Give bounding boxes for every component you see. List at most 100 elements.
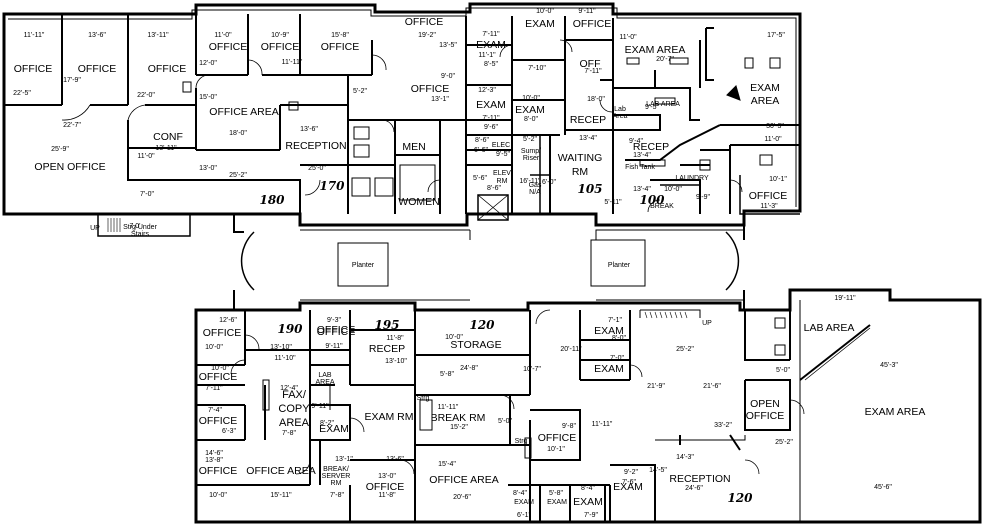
suite-number-4: 190 bbox=[277, 322, 303, 336]
dimension-label-46: 6'-0" bbox=[542, 179, 556, 186]
dimension-label-105: 11'-11" bbox=[592, 421, 613, 428]
dimension-label-48: 11'-0" bbox=[619, 34, 637, 41]
dimension-label-32: 12'-3" bbox=[478, 87, 496, 94]
breezeway bbox=[196, 214, 745, 311]
dimension-label-100: 8'-0" bbox=[612, 335, 626, 342]
dimension-label-73: 7'-4" bbox=[208, 407, 222, 414]
room-label-39: Strg Under bbox=[123, 224, 158, 231]
dimension-label-15: 22'-7" bbox=[63, 122, 81, 129]
room-label-20: ELEV bbox=[493, 170, 511, 177]
dimension-label-16: 13'-11" bbox=[155, 145, 177, 152]
dimension-label-17: 11'-0" bbox=[137, 153, 155, 160]
dimension-label-9: 17'-9" bbox=[63, 77, 81, 84]
room-label-52: OFFICE AREA bbox=[246, 465, 315, 477]
room-label-31: RECEP bbox=[633, 141, 669, 153]
suite-number-2: 105 bbox=[577, 182, 602, 196]
dimension-label-88: 24'-8" bbox=[460, 365, 478, 372]
dimension-label-74: 6'-3" bbox=[222, 428, 236, 435]
room-labels: OFFICE OFFICE OFFICE OFFICE OFFICE OFFICE OFFI… bbox=[14, 16, 926, 508]
room-label-67: OFFICE bbox=[538, 432, 577, 444]
dimension-label-53: 9'-5" bbox=[645, 104, 659, 111]
dimension-label-83: 15'-11" bbox=[270, 492, 292, 499]
room-label-14: EXAM bbox=[476, 99, 506, 111]
room-label-79: EXAM AREA bbox=[865, 406, 926, 418]
dimension-label-33: 7'-11" bbox=[482, 115, 500, 122]
dimension-label-31: 11'-1" bbox=[478, 52, 496, 59]
room-label-10: OPEN OFFICE bbox=[34, 161, 105, 173]
room-label-29: AREA bbox=[751, 95, 780, 107]
dimension-label-92: 5'-0" bbox=[498, 418, 512, 425]
suite-number-6: 120 bbox=[469, 318, 495, 332]
dimension-label-29: 7'-11" bbox=[482, 31, 500, 38]
room-label-25: N/A bbox=[529, 189, 541, 196]
room-label-71: EXAM bbox=[514, 499, 534, 506]
dimension-label-5: 15'-8" bbox=[331, 32, 349, 39]
dimension-label-23: 7'-0" bbox=[140, 191, 154, 198]
room-label-1: OFFICE bbox=[78, 63, 117, 75]
dimension-label-108: 14'-5" bbox=[649, 467, 667, 474]
dimension-label-63: 10'-0" bbox=[205, 344, 223, 351]
dimension-label-87: 10'-0" bbox=[445, 334, 463, 341]
dimension-label-107: 14'-3" bbox=[676, 454, 694, 461]
planter-right bbox=[590, 239, 646, 287]
room-label-16: OFF bbox=[580, 58, 601, 70]
dimension-label-114: 8'-4" bbox=[581, 485, 595, 492]
room-label-78: OFFICE bbox=[746, 410, 785, 422]
suite-number-5: 195 bbox=[374, 318, 399, 332]
planter-left bbox=[337, 242, 389, 287]
dimension-label-106: 33'-2" bbox=[714, 422, 732, 429]
room-label-8: RECEPTION bbox=[285, 140, 346, 152]
room-label-68: OFFICE AREA bbox=[429, 474, 498, 486]
dimension-label-36: 8'-0" bbox=[524, 116, 538, 123]
top-building-walls bbox=[2, 2, 802, 237]
dimension-label-27: 10'-0" bbox=[536, 8, 554, 15]
dimension-label-55: 13'-4" bbox=[633, 152, 651, 159]
dimension-label-59: 10'-1" bbox=[769, 176, 787, 183]
room-label-62: OFFICE bbox=[317, 326, 356, 338]
suite-number-3: 100 bbox=[639, 193, 665, 207]
room-label-48: FAX/ bbox=[282, 389, 307, 401]
dimension-label-82: 10'-0" bbox=[209, 492, 227, 499]
room-label-77: OPEN bbox=[750, 398, 780, 410]
dimension-label-50: 17'-5" bbox=[767, 32, 785, 39]
dimension-label-51: 30'-3" bbox=[766, 123, 784, 130]
dimension-label-39: 7'-11" bbox=[584, 68, 602, 75]
dimension-label-62: 12'-6" bbox=[219, 317, 237, 324]
dimension-label-115: 7'-9" bbox=[584, 512, 598, 519]
dimension-label-117: 19'-11" bbox=[834, 295, 856, 302]
dimension-label-22: 25'-2" bbox=[229, 172, 247, 179]
dimension-label-19: 13'-6" bbox=[300, 126, 318, 133]
dimension-label-65: 9'-3" bbox=[327, 317, 341, 324]
dimension-label-111: 24'-6" bbox=[685, 485, 703, 492]
dimension-label-68: 13'-10" bbox=[385, 358, 407, 365]
room-label-56: RECEP bbox=[369, 343, 405, 355]
dimension-label-13: 15'-0" bbox=[199, 94, 217, 101]
dimension-label-3: 11'-0" bbox=[214, 32, 232, 39]
dimension-label-7: 13'-5" bbox=[439, 42, 457, 49]
dimension-label-86: 13'-0" bbox=[378, 473, 396, 480]
dimension-label-80: 14'-6" bbox=[205, 450, 223, 457]
dimension-label-52: 11'-0" bbox=[764, 136, 782, 143]
room-label-42: Planter bbox=[352, 262, 375, 269]
dimension-label-81: 13'-8" bbox=[205, 457, 223, 464]
room-label-59: BREAK/ bbox=[323, 466, 349, 473]
dimension-label-35: 10'-0" bbox=[522, 95, 540, 102]
dimension-labels: 11'-11"13'-6"13'-11"11'-0"10'-9"15'-8"19… bbox=[13, 8, 898, 519]
room-label-44: OFFICE bbox=[203, 327, 242, 339]
room-label-50: AREA bbox=[279, 417, 310, 429]
room-label-47: OFFICE bbox=[199, 415, 238, 427]
dimension-label-90: 11'-11" bbox=[438, 404, 459, 411]
dimension-label-1: 13'-6" bbox=[88, 32, 106, 39]
dimension-label-64: 13'-10" bbox=[270, 344, 292, 351]
dimension-label-58: 9'-9" bbox=[696, 194, 710, 201]
suite-number-1: 170 bbox=[319, 179, 345, 193]
room-label-7: OFFICE AREA bbox=[209, 106, 278, 118]
room-label-2: OFFICE bbox=[148, 63, 187, 75]
dimension-label-18: 18'-0" bbox=[229, 130, 247, 137]
dimension-label-113: 5'-8" bbox=[549, 490, 563, 497]
room-label-11: MEN bbox=[402, 141, 425, 153]
dimension-label-101: 7'-0" bbox=[610, 355, 624, 362]
room-label-15: EXAM bbox=[515, 104, 545, 116]
